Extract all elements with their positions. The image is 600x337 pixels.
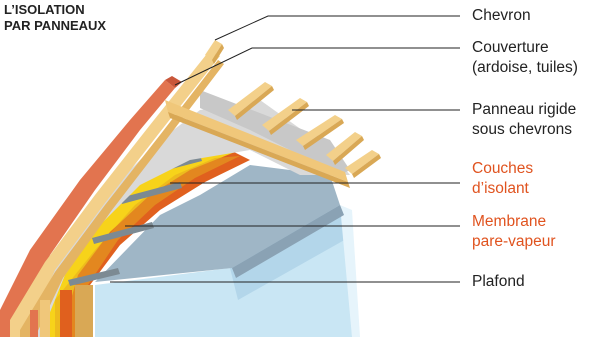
rafter [205,40,224,64]
roof-covering-edge [165,76,182,88]
label-membrane-detail: pare-vapeur [472,233,556,250]
label-panneau-text: Panneau rigide [472,101,577,118]
leader-line-couverture [174,47,460,86]
label-couverture-detail: (ardoise, tuiles) [472,59,578,76]
label-couches: Couches d’isolant [472,159,533,199]
ceiling-panel [95,165,340,282]
title-line-2: PAR PANNEAUX [4,18,107,33]
rafters [205,40,381,178]
rafter [296,115,344,150]
label-panneau-detail: sous chevrons [472,121,572,138]
label-membrane-text: Membrane [472,213,547,230]
leader-line-chevron [214,15,460,41]
rafter [326,132,364,165]
ceiling-panel-edge [232,205,344,278]
label-couches-text: Couches [472,160,534,177]
insulation-layer-2 [55,156,240,337]
label-couches-detail: d’isolant [472,180,529,197]
label-plafond: Plafond [472,272,525,292]
label-chevron-text: Chevron [472,7,531,24]
wood-frame [10,50,350,337]
title-line-1: L’ISOLATION [4,2,85,17]
label-panneau: Panneau rigide sous chevrons [472,100,576,140]
label-membrane: Membrane pare-vapeur [472,212,556,252]
label-chevron: Chevron [472,6,531,26]
rafter [345,150,381,178]
label-couverture-text: Couverture [472,39,549,56]
rafter [228,82,274,120]
wall-posts [30,285,93,337]
label-couverture: Couverture (ardoise, tuiles) [472,38,578,78]
label-plafond-text: Plafond [472,273,525,290]
leader-lines [110,15,460,283]
diagram-title: L’ISOLATION PAR PANNEAUX [4,2,106,34]
